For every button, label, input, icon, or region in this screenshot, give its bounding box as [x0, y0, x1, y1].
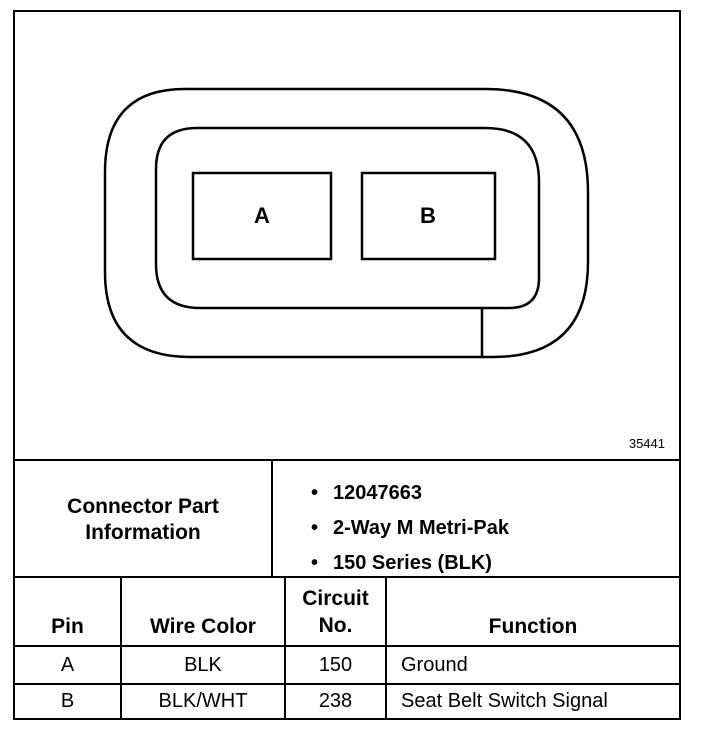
connector-info-item: •12047663: [311, 482, 422, 504]
row-circuit: 238: [318, 690, 353, 712]
col-divider-3: [385, 578, 387, 718]
connector-drawing: A B 35441: [15, 12, 679, 460]
connector-info-list: •12047663 •2-Way M Metri-Pak •150 Series…: [311, 476, 509, 581]
connector-inner-cavity-left: [154, 126, 482, 310]
connector-outer-body: [103, 87, 590, 359]
header-pin: Pin: [51, 615, 84, 638]
row-pin: B: [60, 690, 75, 712]
header-function: Function: [488, 615, 578, 638]
row-function: Ground: [401, 653, 468, 676]
connector-outline-svg: A B: [103, 87, 590, 359]
row-pin: A: [60, 653, 75, 676]
connector-type: 2-Way M Metri-Pak: [333, 517, 509, 539]
connector-info-item: •150 Series (BLK): [311, 552, 492, 574]
pin-a-label: A: [254, 203, 270, 228]
connector-info-item: •2-Way M Metri-Pak: [311, 517, 509, 539]
col-divider-1: [120, 578, 122, 718]
row-circuit: 150: [318, 653, 353, 676]
drawing-separator: [15, 459, 679, 461]
col-divider-2: [284, 578, 286, 718]
row-divider: [15, 683, 679, 685]
row-wire-color: BLK/WHT: [158, 690, 248, 712]
header-circuit-line1: Circuit: [302, 587, 369, 610]
header-circuit-line2: No.: [318, 614, 353, 637]
connector-diagram-frame: A B 35441 Connector Part Information •12…: [13, 10, 681, 720]
part-number: 12047663: [333, 482, 422, 504]
info-divider: [271, 460, 273, 578]
connector-info-title-line2: Information: [85, 521, 201, 544]
connector-inner-cavity: [197, 126, 541, 357]
pin-b-cavity: [360, 171, 497, 261]
row-function: Seat Belt Switch Signal: [401, 690, 608, 712]
header-bottom-border: [15, 645, 679, 647]
connector-series: 150 Series (BLK): [333, 552, 492, 574]
connector-info-title-line1: Connector Part: [67, 495, 219, 518]
figure-reference-number: 35441: [628, 436, 665, 451]
table-top-border: [15, 576, 679, 578]
pin-b-label: B: [420, 203, 436, 228]
header-circuit-no: Circuit No.: [286, 578, 385, 646]
row-wire-color: BLK: [184, 653, 222, 676]
pin-a-cavity: [191, 171, 333, 261]
connector-info-title: Connector Part Information: [15, 462, 271, 578]
header-wire-color: Wire Color: [150, 615, 256, 638]
